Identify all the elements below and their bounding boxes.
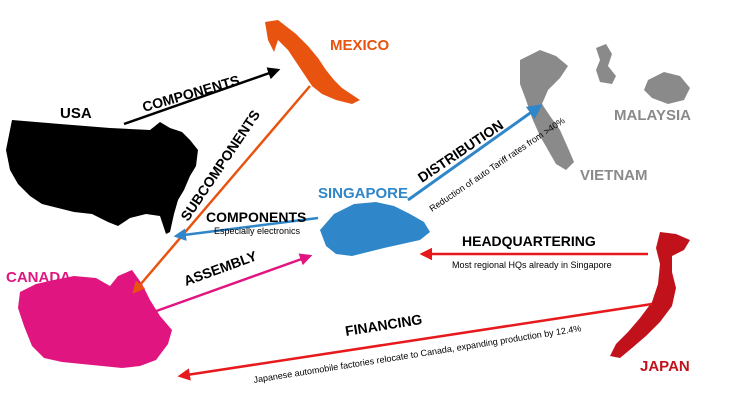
label-singapore: SINGAPORE [318,185,408,202]
label-headquartering: HEADQUARTERING [462,233,596,249]
label-mexico: MEXICO [330,37,390,54]
label-distribution: DISTRIBUTION [415,117,506,186]
borneo-map [644,72,690,104]
label-japan: JAPAN [640,358,690,375]
singapore-map [320,202,430,256]
label-headquartering-note: Most regional HQs already in Singapore [452,260,612,270]
label-components-usa-mexico: COMPONENTS [140,72,241,115]
arrow-usa-to-mexico [123,67,281,126]
canada-map [18,270,172,368]
label-vietnam: VIETNAM [580,167,648,184]
malaysia-map [520,50,574,170]
usa-map [6,120,198,234]
label-assembly: ASSEMBLY [182,247,260,288]
label-malaysia: MALAYSIA [614,107,691,124]
label-financing-note: Japanese automobile factories relocate t… [253,323,582,385]
arrow-singapore-to-usa [173,216,319,241]
label-components-note: Especially electronics [214,226,301,236]
arrow-canada-to-singapore [147,253,313,316]
label-usa: USA [60,105,92,122]
vietnam-map [596,44,616,84]
label-components-singapore-usa: COMPONENTS [206,209,306,225]
mexico-map [265,20,360,104]
arrow-singapore-to-malaysia [407,104,543,202]
label-financing: FINANCING [344,311,423,339]
arrow-mexico-to-canada [132,85,311,294]
label-canada: CANADA [6,269,71,286]
arrow-japan-to-canada [177,302,653,381]
japan-map [610,232,690,358]
